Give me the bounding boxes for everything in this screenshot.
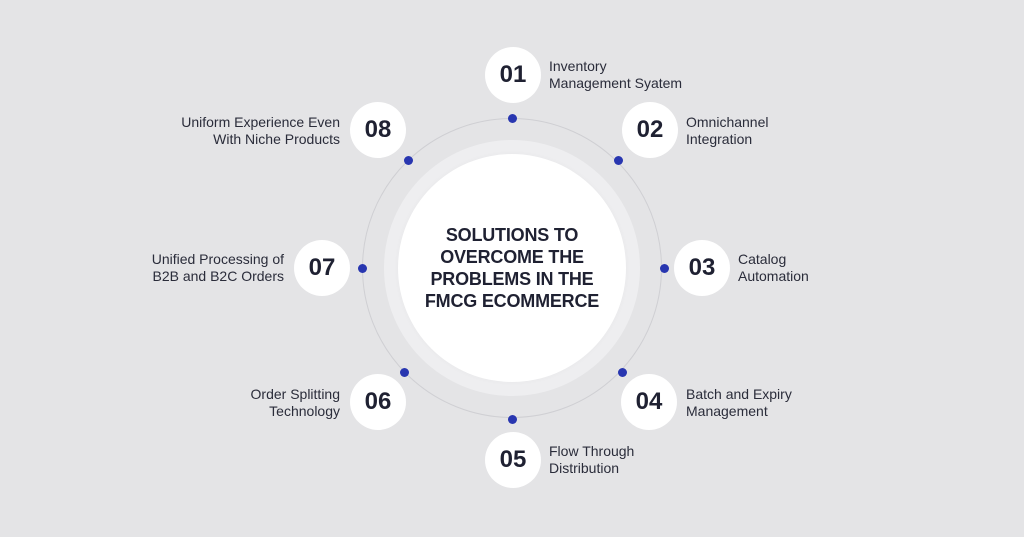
item-03-number: 03 [674,240,730,296]
connector-dot-07 [357,263,367,273]
connector-dot-02 [613,155,623,165]
item-08-number: 08 [350,102,406,158]
item-04-label: Batch and Expiry Management [686,386,792,419]
connector-dot-06 [399,367,409,377]
item-03-label: Catalog Automation [738,251,809,284]
connector-dot-03 [659,263,669,273]
item-04-number: 04 [621,374,677,430]
item-05-label: Flow Through Distribution [549,443,635,476]
connector-dot-01 [507,113,517,123]
item-06-number: 06 [350,374,406,430]
center-circle: SOLUTIONS TO OVERCOME THE PROBLEMS IN TH… [398,154,626,382]
item-06-label: Order Splitting Technology [250,386,340,419]
connector-dot-08 [403,155,413,165]
center-title: SOLUTIONS TO OVERCOME THE PROBLEMS IN TH… [424,225,600,311]
item-02-label: Omnichannel Integration [686,114,769,147]
item-08-label: Uniform Experience Even With Niche Produ… [181,114,340,147]
connector-dot-04 [617,367,627,377]
item-01-label: Inventory Management Syatem [549,58,683,91]
item-02-number: 02 [622,102,678,158]
item-01-number: 01 [485,47,541,103]
item-07-label: Unified Processing of B2B and B2C Orders [151,251,284,284]
connector-dot-05 [507,414,517,424]
item-07-number: 07 [294,240,350,296]
item-05-number: 05 [485,432,541,488]
